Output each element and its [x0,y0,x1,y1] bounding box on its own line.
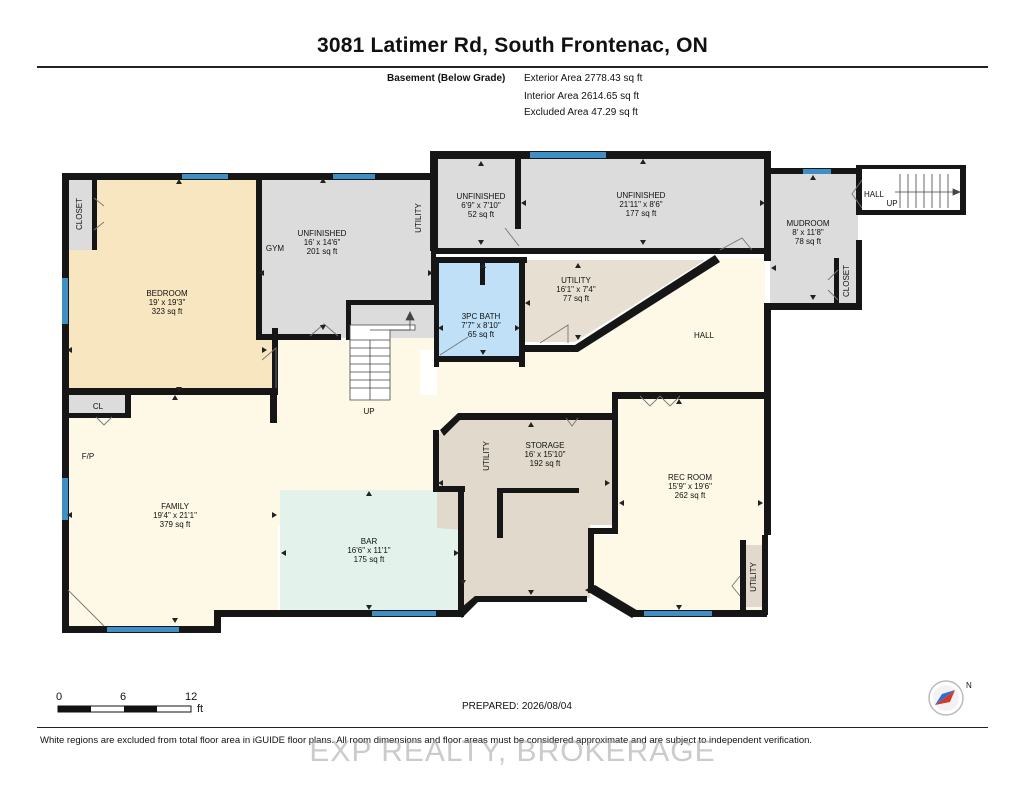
gym-label: GYM [266,244,285,253]
hall-exterior-label: HALL [864,190,885,199]
rec-room-area: 262 sq ft [675,491,706,500]
utility-rec-label: UTILITY [749,561,758,591]
up-exterior-label: UP [886,199,897,208]
unfinished-gym-dims: 16' x 14'6" [304,238,341,247]
compass-north-label: N [966,681,972,690]
hall-exterior [860,170,963,212]
rec-room-dims: 15'9" x 19'6" [668,482,712,491]
room-closet-mudroom [836,258,856,302]
footer-rule [37,727,988,728]
bath-area: 65 sq ft [468,330,495,339]
room-cl-family [68,395,130,417]
utility-mid-area: 77 sq ft [563,294,590,303]
bar-name: BAR [361,537,378,546]
unfinished-small-area: 52 sq ft [468,210,495,219]
plan-title: 3081 Latimer Rd, South Frontenac, ON [316,34,709,57]
footer-note: White regions are excluded from total fl… [40,735,813,746]
windows [62,152,831,632]
stairs-icon [349,311,416,401]
storage-area: 192 sq ft [530,459,561,468]
bedroom-area: 323 sq ft [152,307,183,316]
compass-icon: N [928,680,972,716]
room-utility-mid [525,260,705,342]
unfinished-large-area: 177 sq ft [626,209,657,218]
storage-dims: 16' x 15'10" [524,450,565,459]
interior-area: Interior Area 2614.65 sq ft [524,91,640,102]
scale-tick-6: 6 [120,691,127,703]
bar-dims: 16'6" x 11'1" [347,546,390,555]
excluded-area: Excluded Area 47.29 sq ft [524,107,638,118]
utility-mid-dims: 16'1" x 7'4" [556,285,596,294]
mudroom-name: MUDROOM [786,219,829,228]
family-name: FAMILY [161,502,190,511]
up-label: UP [363,407,374,416]
prepared-date: PREPARED: 2026/08/04 [462,701,572,712]
room-labels: BEDROOM 19' x 19'3" 323 sq ft UNFINISHED… [75,190,898,592]
mudroom-area: 78 sq ft [795,237,822,246]
cl-label: CL [93,402,104,411]
door-swings [67,179,863,627]
mudroom-dims: 8' x 11'8" [792,228,824,237]
room-bedroom [66,178,278,393]
unfinished-large-name: UNFINISHED [617,191,666,200]
closet-bedroom-label: CLOSET [75,198,84,230]
exterior-area: Exterior Area 2778.43 sq ft [524,73,643,84]
room-rec [592,397,765,612]
brokerage-watermark: EXP REALTY, BROKERAGE [309,735,716,768]
room-unfinished-large [520,156,766,248]
room-closet-bedroom [68,180,94,250]
scale-tick-12: 12 [185,691,198,703]
rec-room-name: REC ROOM [668,473,712,482]
unfinished-gym-area: 201 sq ft [307,247,338,256]
room-unfinished-small [436,156,520,248]
level-label: Basement (Below Grade) [387,73,506,84]
scale-bar [57,705,192,713]
storage-name: STORAGE [526,441,565,450]
unfinished-small-dims: 6'9" x 7'10" [461,201,501,210]
family-dims: 19'4" x 21'1" [153,511,197,520]
hall-label: HALL [694,331,715,340]
utility-storage-label: UTILITY [482,440,491,470]
scale-unit: ft [197,703,204,715]
room-bar [280,490,460,612]
exterior-stairs-icon [895,174,962,208]
bedroom-name: BEDROOM [146,289,188,298]
scale-tick-0: 0 [56,691,63,703]
fp-label: F/P [82,452,94,461]
bath-name: 3PC BATH [462,312,501,321]
unfinished-gym-name: UNFINISHED [298,229,347,238]
room-utility-right [742,545,764,607]
bedroom-dims: 19' x 19'3" [149,298,186,307]
room-family [66,393,278,630]
family-area: 379 sq ft [160,520,191,529]
closet-mudroom-label: CLOSET [842,265,851,297]
bath-dims: 7'7" x 8'10" [461,321,501,330]
dimension-ticks [67,159,816,623]
room-storage [437,418,612,612]
utility-gym-label: UTILITY [414,202,423,232]
unfinished-large-dims: 21'11" x 8'6" [619,200,662,209]
unfinished-small-name: UNFINISHED [457,192,506,201]
utility-mid-name: UTILITY [561,276,591,285]
hall-floor [278,258,765,415]
header-rule [37,66,988,68]
bar-area: 175 sq ft [354,555,385,564]
